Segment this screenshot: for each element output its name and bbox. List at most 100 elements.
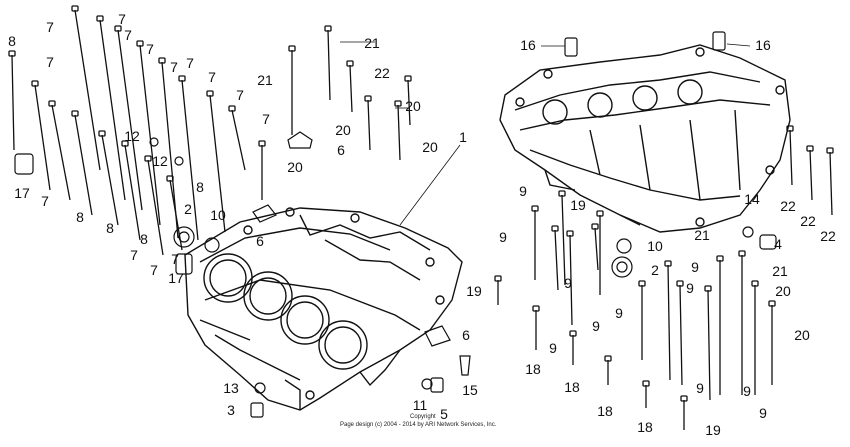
dowel-3-icon: [250, 402, 264, 418]
bolt-head: [569, 330, 577, 337]
callout-label: 2: [651, 262, 659, 278]
callout-label: 9: [549, 340, 557, 356]
callout-label: 9: [615, 305, 623, 321]
callout-label: 11: [413, 397, 428, 413]
callout-label: 14: [744, 191, 760, 207]
callout-label: 1: [459, 129, 467, 145]
callout-label: 7: [262, 111, 270, 127]
callout-label: 7: [186, 55, 194, 71]
bolt-head: [228, 105, 236, 112]
callout-label: 22: [800, 213, 816, 229]
bolt-head: [8, 50, 16, 57]
bolt-shaft: [74, 114, 93, 216]
callout-label: 9: [686, 280, 694, 296]
bolt-shaft: [101, 134, 119, 226]
callout-label: 2: [184, 201, 192, 217]
callout-label: 7: [170, 59, 178, 75]
bolt-set: [8, 5, 834, 430]
callout-label: 10: [647, 238, 663, 254]
callout-label: 8: [106, 220, 114, 236]
bolt-shaft: [117, 29, 143, 211]
bolt-shaft: [169, 179, 183, 251]
bolt-head: [826, 147, 834, 154]
bolt-head: [566, 230, 574, 237]
callout-label: 17: [14, 185, 30, 201]
leader-lines: [340, 41, 751, 226]
bolt-head: [96, 15, 104, 22]
callout-label: 21: [772, 263, 788, 279]
callout-label: 9: [564, 275, 572, 291]
bolt-head: [364, 95, 372, 102]
bolt-shaft: [147, 159, 164, 256]
bolt-shaft: [99, 19, 126, 201]
callout-label: 7: [171, 251, 179, 267]
callout-label: 12: [152, 153, 168, 169]
bolt-head: [71, 5, 79, 12]
callout-label: 18: [597, 403, 613, 419]
bolt-head: [768, 300, 776, 307]
callout-label: 18: [525, 361, 541, 377]
leader-line: [399, 144, 461, 226]
bolt-shaft: [397, 104, 401, 161]
bolt-head: [48, 100, 56, 107]
bolt-shaft: [789, 129, 793, 186]
bolt-shaft: [561, 194, 566, 286]
bolt-head: [604, 355, 612, 362]
callout-label: 22: [374, 65, 390, 81]
screw-15-icon: [459, 355, 471, 376]
bolt-shaft: [569, 234, 573, 326]
callout-label: 8: [140, 231, 148, 247]
bolt-shaft: [74, 9, 101, 171]
dowel-pin-16b-icon: [712, 31, 726, 51]
callout-label: 16: [755, 37, 771, 53]
bolt-head: [98, 130, 106, 137]
washer-12a-icon: [149, 137, 159, 147]
bolt-head: [551, 225, 559, 232]
bolt-head: [288, 45, 296, 52]
bolt-head: [596, 210, 604, 217]
sleeve-17b-icon: [175, 253, 193, 275]
callout-label: 8: [8, 33, 16, 49]
callout-label: 15: [462, 382, 478, 398]
bolt-head: [494, 275, 502, 282]
callout-label: 21: [257, 72, 273, 88]
bolt-head: [144, 155, 152, 162]
callout-label: 7: [41, 193, 49, 209]
callout-label: 19: [705, 422, 721, 438]
bolt-shaft: [679, 284, 683, 386]
bolt-shaft: [11, 54, 15, 151]
footer-credit: Page design (c) 2004 - 2014 by ARI Netwo…: [340, 422, 497, 428]
callout-label: 22: [780, 198, 796, 214]
bolt-head: [404, 75, 412, 82]
callout-label: 7: [46, 19, 54, 35]
o-ring-14-icon: [742, 226, 754, 238]
callout-label: 22: [820, 228, 836, 244]
callout-label: 9: [592, 318, 600, 334]
bolt-head: [680, 395, 688, 402]
bolt-shaft: [231, 109, 246, 171]
bolt-head: [532, 305, 540, 312]
sleeve-17a-icon: [14, 153, 34, 175]
callout-label: 9: [519, 183, 527, 199]
bolt-head: [31, 80, 39, 87]
callout-label: 9: [743, 383, 751, 399]
callout-label: 20: [422, 139, 438, 155]
bolt-shaft: [809, 149, 813, 201]
callout-label: 20: [335, 122, 351, 138]
callout-label: 4: [774, 236, 782, 252]
small-parts: [14, 31, 777, 418]
bolt-shaft: [667, 264, 671, 381]
callout-label: 9: [759, 405, 767, 421]
bolt-head: [676, 280, 684, 287]
oil-seal-2a-icon: [173, 226, 195, 248]
callout-label: 7: [130, 247, 138, 263]
bolt-shaft: [181, 79, 199, 241]
callout-label: 3: [227, 402, 235, 418]
bolt-head: [638, 280, 646, 287]
callout-label: 8: [76, 209, 84, 225]
bolt-head: [258, 140, 266, 147]
bolt-head: [158, 57, 166, 64]
callout-label: 16: [520, 37, 536, 53]
